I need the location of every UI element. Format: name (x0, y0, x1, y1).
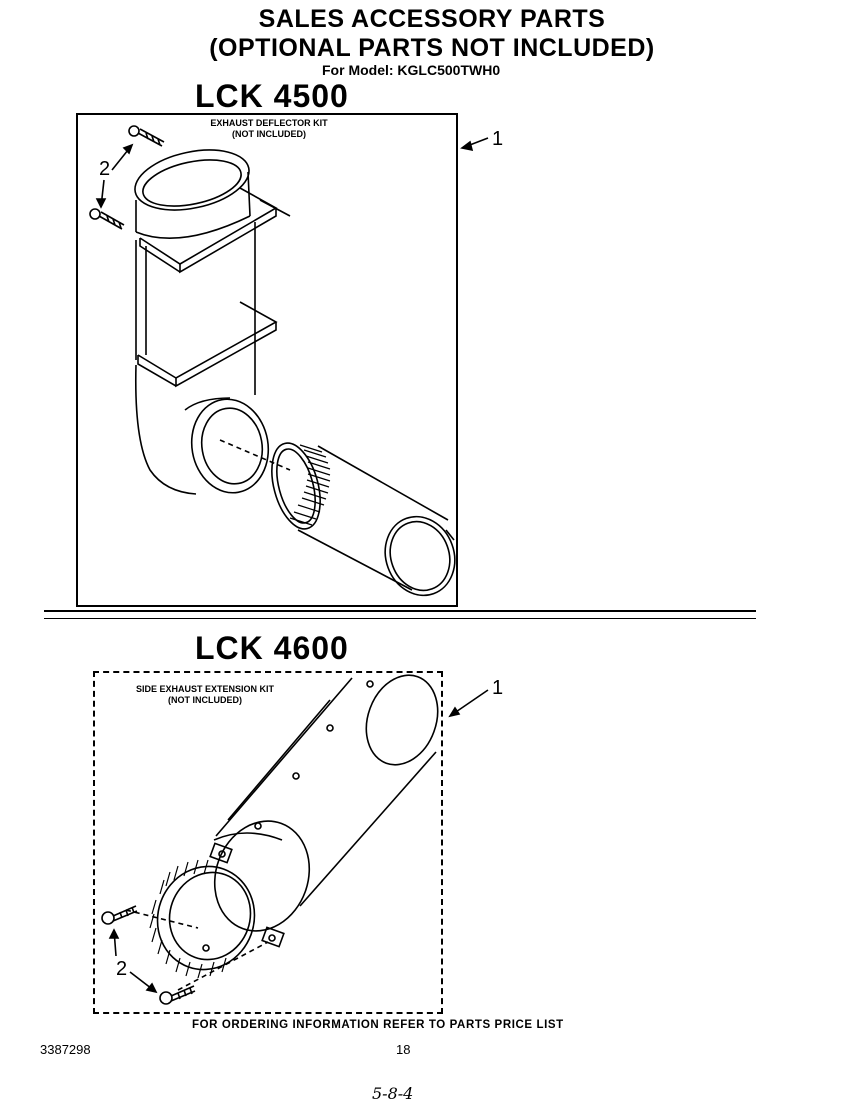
exhaust-deflector-drawing (89, 125, 489, 597)
lck-4600-kit-label: SIDE EXHAUST EXTENSION KIT (NOT INCLUDED… (120, 684, 290, 706)
lck-4600-callout-1: 1 (492, 677, 504, 699)
screw-bottom-left (101, 905, 138, 925)
lck-4500-title: LCK 4500 (195, 78, 349, 114)
model-line: For Model: KGLC500TWH0 (322, 62, 501, 78)
lck-4500-kit-line2: (NOT INCLUDED) (232, 129, 306, 139)
section-separator-bottom (44, 618, 756, 619)
screw-top-upper (128, 125, 165, 147)
ordering-info: FOR ORDERING INFORMATION REFER TO PARTS … (192, 1019, 564, 1031)
lck-4500-kit-label: EXHAUST DEFLECTOR KIT (NOT INCLUDED) (196, 118, 342, 140)
lck-4600-title: LCK 4600 (195, 630, 349, 666)
lck-4500-callout-1: 1 (492, 128, 504, 150)
screw-top-lower (89, 208, 125, 230)
lck-4600-callout-2: 2 (116, 958, 128, 980)
part-number: 3387298 (40, 1042, 91, 1057)
section-separator-top (44, 610, 756, 612)
lck-4600-frame (93, 671, 443, 1014)
page-title-line2: (OPTIONAL PARTS NOT INCLUDED) (209, 34, 655, 62)
side-exhaust-extension-drawing (101, 674, 489, 1005)
lck-4500-kit-line1: EXHAUST DEFLECTOR KIT (210, 118, 328, 128)
lck-4500-frame (76, 113, 458, 607)
lck-4600-kit-line1: SIDE EXHAUST EXTENSION KIT (135, 684, 275, 694)
lck-4500-callout-2: 2 (99, 158, 111, 180)
screw-bottom-lower (159, 985, 196, 1005)
page-number: 18 (396, 1042, 411, 1057)
handwritten-note: 5-8-4 (372, 1084, 414, 1103)
page-title-line1: SALES ACCESSORY PARTS (258, 5, 606, 33)
lck-4600-kit-line2: (NOT INCLUDED) (168, 695, 242, 705)
